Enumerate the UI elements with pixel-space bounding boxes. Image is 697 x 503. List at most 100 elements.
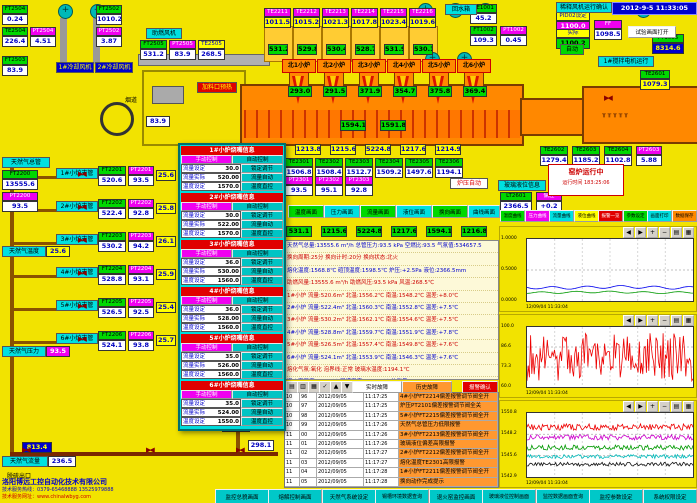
param-setting-button[interactable]: 参数设定	[623, 210, 648, 222]
alarm-tab-realtime[interactable]: 实时故障	[352, 381, 402, 393]
chart-toolbar-button[interactable]: ▦	[683, 227, 694, 238]
chart-toolbar-button[interactable]: ▦	[683, 315, 694, 326]
bottom-annealing-button[interactable]: 退火窑监控画面	[429, 489, 483, 503]
nav-temperature-button[interactable]: 温度画面	[288, 205, 324, 218]
auto-control-button[interactable]: 自动控制	[232, 296, 283, 305]
chart-toolbar-button[interactable]: +	[647, 401, 658, 412]
valve-icon[interactable]: ▶◀	[78, 236, 87, 244]
bottom-gas-setting-button[interactable]: 天然气系统设定	[322, 489, 376, 503]
trend-press-button[interactable]: 压力曲线	[525, 210, 550, 222]
trend-flow-button[interactable]: 流量曲线	[549, 210, 574, 222]
bottom-glass-level-button[interactable]: 玻璃液位控制画面	[482, 489, 536, 503]
nav-flow-button[interactable]: 流量画面	[360, 205, 396, 218]
chart-toolbar-button[interactable]: +	[647, 315, 658, 326]
nav-pressure-button[interactable]: 压力画面	[324, 205, 360, 218]
bottom-authority-button[interactable]: 系统权限设定	[643, 489, 697, 503]
bottom-data-query-button[interactable]: 监控数据画面查询	[536, 489, 590, 503]
chart-toolbar-button[interactable]: ▤	[671, 227, 682, 238]
burner-option-button[interactable]: 流量自动	[241, 220, 283, 229]
valve-icon[interactable]: ▶◀	[146, 446, 155, 454]
burner-port-1[interactable]: 北1小炉	[282, 59, 316, 73]
valve-icon[interactable]: ▶◀	[604, 94, 613, 102]
chart-toolbar-button[interactable]: ▦	[683, 401, 694, 412]
manual-control-button[interactable]: 手动控制	[181, 202, 232, 211]
bottom-overview-button[interactable]: 监控总貌画面	[215, 489, 269, 503]
chart-toolbar-button[interactable]: ▶	[635, 227, 646, 238]
manual-control-button[interactable]: 手动控制	[181, 155, 232, 164]
burner-option-button[interactable]: 温度直控	[241, 276, 283, 285]
burner-port-5[interactable]: 北5小炉	[422, 59, 456, 73]
alarm-tab-history[interactable]: 历史故障	[402, 381, 452, 393]
auto-control-button[interactable]: 自动控制	[232, 343, 283, 352]
burner-option-button[interactable]: 锁定调节	[241, 305, 283, 314]
chart-toolbar-button[interactable]: ◀	[623, 227, 634, 238]
auto-control-button[interactable]: 自动控制	[232, 249, 283, 258]
manual-control-button[interactable]: 手动控制	[181, 390, 232, 399]
chart-toolbar-button[interactable]: +	[647, 227, 658, 238]
burner-option-button[interactable]: 流量自动	[241, 173, 283, 182]
manual-control-button[interactable]: 手动控制	[181, 249, 232, 258]
manual-control-button[interactable]: 手动控制	[181, 343, 232, 352]
alarm-toolbar-icon[interactable]: ▥	[297, 381, 309, 393]
manual-control-button[interactable]: 手动控制	[181, 296, 232, 305]
burner-option-button[interactable]: 锁定调节	[241, 399, 283, 408]
valve-icon[interactable]: ▶◀	[78, 302, 87, 310]
nav-reversal-button[interactable]: 换向画面	[432, 205, 468, 218]
alarm-ack-button[interactable]: 报警确认	[462, 381, 498, 393]
chart-toolbar-button[interactable]: ▶	[635, 315, 646, 326]
burner-port-4[interactable]: 北4小炉	[387, 59, 421, 73]
valve-icon[interactable]: ▶◀	[78, 269, 87, 277]
burner-option-button[interactable]: 温度直控	[241, 229, 283, 238]
alarm-list-button[interactable]: 报警一览	[598, 210, 623, 222]
bottom-param-button[interactable]: 监控参数设定	[589, 489, 643, 503]
auto-control-button[interactable]: 自动控制	[232, 155, 283, 164]
chart-toolbar-button[interactable]: ◀	[623, 401, 634, 412]
bottom-melting-button[interactable]: 熔解控制画面	[268, 489, 322, 503]
chart-toolbar-button[interactable]: −	[659, 315, 670, 326]
test-screen-button[interactable]: 试验画面打开	[628, 26, 676, 38]
trend-temp-button[interactable]: 温度曲线	[500, 210, 525, 222]
burner-option-button[interactable]: 流量自动	[241, 267, 283, 276]
burner-port-6[interactable]: 北6小炉	[457, 59, 491, 73]
burner-option-button[interactable]: 温度直控	[241, 370, 283, 379]
valve-icon[interactable]: ▶◀	[22, 446, 31, 454]
burner-option-button[interactable]: 温度直控	[241, 417, 283, 426]
chart-toolbar-button[interactable]: −	[659, 401, 670, 412]
burner-port-3[interactable]: 北3小炉	[352, 59, 386, 73]
nav-level-button[interactable]: 液位画面	[396, 205, 432, 218]
print-button[interactable]: 画面打印	[647, 210, 672, 222]
burner-option-button[interactable]: 流量自动	[241, 408, 283, 417]
bottom-tinbath-query-button[interactable]: 锡槽环境数据查询	[375, 489, 429, 503]
burner-option-button[interactable]: 锁定调节	[241, 258, 283, 267]
chart-toolbar-button[interactable]: ▤	[671, 315, 682, 326]
burner-option-button[interactable]: 温度直控	[241, 323, 283, 332]
valve-icon[interactable]: ▶◀	[78, 335, 87, 343]
data-save-button[interactable]: 数据保存	[672, 210, 697, 222]
burner-option-button[interactable]: 锁定调节	[241, 352, 283, 361]
chart-toolbar-button[interactable]: ▶	[635, 401, 646, 412]
